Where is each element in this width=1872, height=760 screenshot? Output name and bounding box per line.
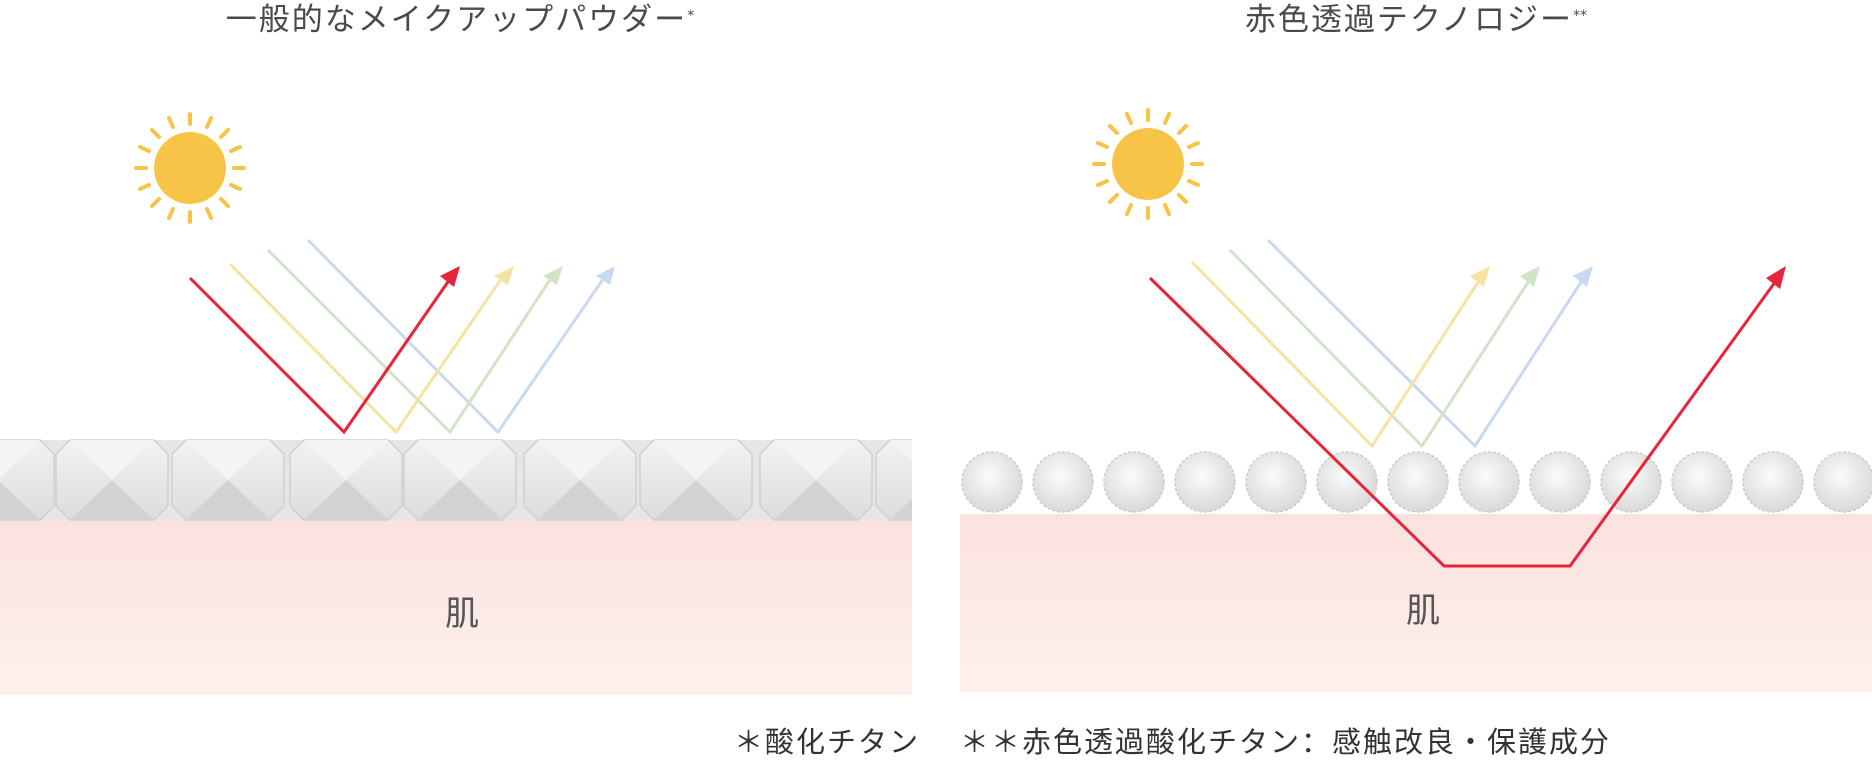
crystal-particle	[55, 439, 169, 521]
sphere-particle	[1316, 451, 1378, 513]
sphere-particle	[1032, 451, 1094, 513]
skin-layer	[960, 514, 1872, 692]
crystal-particle	[759, 439, 873, 521]
green-arrowhead	[1520, 266, 1540, 287]
yellow-arrowhead	[1470, 266, 1490, 287]
sphere-particle	[1813, 451, 1872, 513]
sphere-particle	[1529, 451, 1591, 513]
yellow-arrowhead	[494, 266, 514, 285]
left-panel: 一般的なメイクアップパウダー* 肌	[0, 0, 920, 759]
red-light-ray	[188, 275, 454, 435]
sphere-particle	[961, 451, 1023, 513]
left-panel-title-mark: *	[687, 8, 695, 24]
skin-label: 肌	[1406, 591, 1440, 631]
yellow-light-ray	[228, 262, 508, 435]
right-diagram: 肌	[960, 108, 1872, 692]
blue-light-ray	[1266, 238, 1587, 449]
sphere-particle	[1742, 451, 1804, 513]
crystal-particle	[639, 439, 753, 521]
crystal-particle	[289, 439, 403, 521]
left-diagram: 肌	[0, 112, 920, 695]
sphere-particle	[1174, 451, 1236, 513]
right-footnote: ＊＊赤色透過酸化チタン：感触改良・保護成分	[960, 725, 1612, 759]
sphere-particle	[1245, 451, 1307, 513]
sphere-particle	[1103, 451, 1165, 513]
skin-layer	[0, 520, 912, 695]
sphere-particle	[1458, 451, 1520, 513]
left-panel-title-text: 一般的なメイクアップパウダー	[225, 2, 688, 38]
powder-particles	[0, 439, 920, 521]
left-footnote: ＊酸化チタン	[733, 725, 920, 759]
green-light-ray	[1228, 248, 1534, 449]
sphere-particle	[1387, 451, 1449, 513]
blue-arrowhead	[1573, 266, 1593, 287]
red-arrowhead	[1766, 266, 1786, 289]
light-rays	[188, 238, 615, 435]
blue-arrowhead	[596, 266, 615, 285]
sun-icon	[1092, 108, 1204, 220]
green-light-ray	[266, 248, 557, 435]
powder-particles	[961, 451, 1872, 513]
sun-icon	[134, 112, 246, 224]
green-arrowhead	[543, 266, 563, 285]
sphere-particle	[1671, 451, 1733, 513]
crystal-particle	[0, 439, 55, 521]
skin-label: 肌	[445, 594, 479, 634]
right-panel-title-text: 赤色透過テクノロジー	[1244, 2, 1574, 38]
right-panel: 赤色透過テクノロジー** 肌	[960, 0, 1872, 759]
crystal-particle	[171, 439, 285, 521]
light-rays	[1148, 238, 1786, 568]
right-panel-title: 赤色透過テクノロジー**	[960, 0, 1872, 40]
red-light-ray	[1148, 276, 1780, 568]
crystal-particle	[523, 439, 637, 521]
blue-light-ray	[306, 238, 610, 435]
left-panel-title: 一般的なメイクアップパウダー*	[0, 0, 920, 40]
red-arrowhead	[440, 266, 460, 287]
yellow-light-ray	[1190, 260, 1484, 449]
crystal-particle	[403, 439, 517, 521]
right-panel-title-mark: **	[1573, 8, 1588, 24]
